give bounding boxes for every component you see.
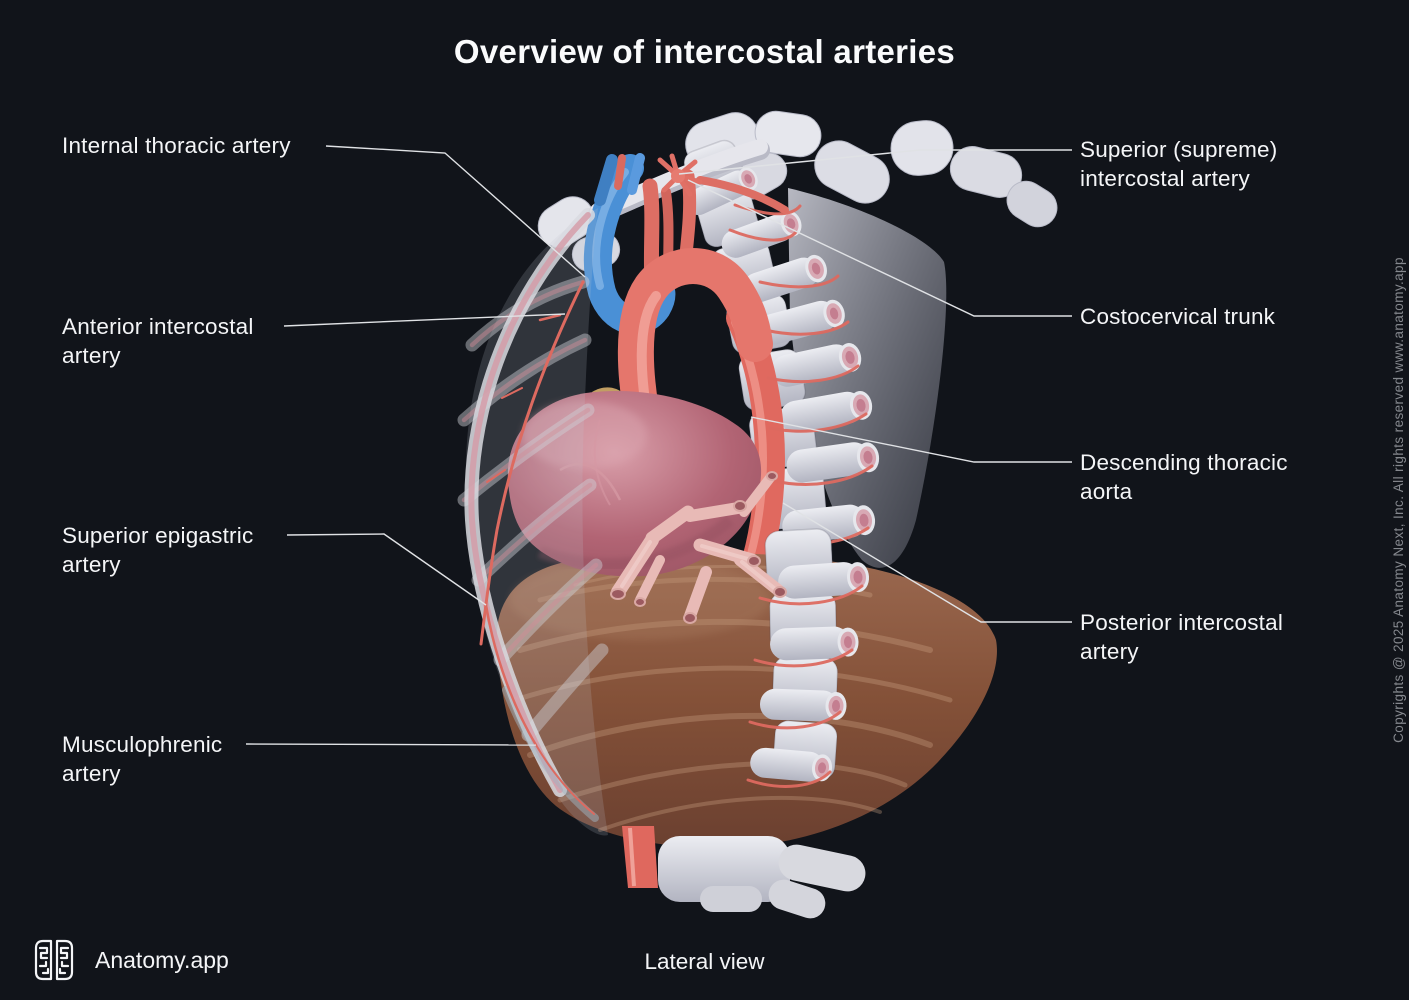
lower-vertebrae — [746, 528, 870, 788]
supreme-intercostal-origin — [657, 153, 703, 197]
leader-line-posterior-intercostal-artery — [782, 502, 1072, 623]
label-descending-thoracic-aorta: Descending thoracic aorta — [1080, 450, 1288, 504]
label-internal-thoracic-artery: Internal thoracic artery — [62, 133, 291, 158]
label-superior-supreme-intercostal-artery: Superior (supreme) intercostal artery — [1080, 137, 1278, 191]
label-musculophrenic-artery: Musculophrenic artery — [62, 732, 223, 786]
heart — [507, 391, 762, 577]
page-title: Overview of intercostal arteries — [453, 33, 956, 70]
label-anterior-intercostal-artery: Anterior intercostal artery — [62, 314, 254, 368]
leader-line-internal-thoracic-artery — [325, 145, 586, 278]
leader-line-descending-thoracic-aorta — [750, 416, 1072, 463]
shoulder-bones — [537, 110, 1058, 272]
leader-line-superior-epigastric-artery — [286, 533, 487, 606]
label-posterior-intercostal-artery: Posterior intercostal artery — [1080, 610, 1284, 664]
label-superior-epigastric-artery: Superior epigastric artery — [62, 523, 254, 577]
view-caption: Lateral view — [644, 949, 765, 974]
rib-stubs — [685, 167, 880, 544]
bronchi — [610, 471, 787, 624]
lumbar-region — [622, 826, 866, 919]
leader-lines — [245, 145, 1072, 746]
leader-line-anterior-intercostal-artery — [283, 313, 566, 327]
brand-name: Anatomy.app — [95, 946, 229, 973]
rib-cage — [457, 208, 609, 836]
internal-thoracic-artery — [479, 280, 595, 815]
leader-line-costocervical-trunk — [687, 179, 1072, 317]
leader-line-superior-supreme-intercostal-artery — [678, 149, 1072, 175]
brain-icon — [34, 939, 74, 981]
leader-line-musculophrenic-artery — [245, 743, 537, 746]
copyright-text: Copyrights @ 2025 Anatomy Next, Inc. All… — [1391, 257, 1406, 743]
brand: Anatomy.app — [30, 936, 229, 984]
label-costocervical-trunk: Costocervical trunk — [1080, 304, 1276, 329]
